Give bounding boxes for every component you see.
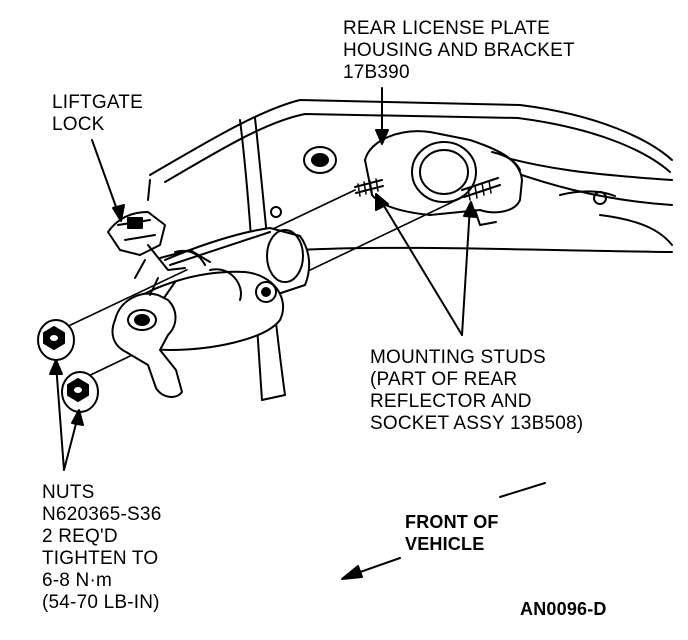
panel-grommet <box>270 146 337 218</box>
liftgate-lock-linkage <box>107 211 211 279</box>
figure-code: AN0096-D <box>520 599 607 619</box>
label-license-plate-housing: REAR LICENSE PLATE HOUSING AND BRACKET 1… <box>343 18 575 83</box>
mounting-stud-right <box>461 177 501 201</box>
washer-nut-lower <box>61 371 99 413</box>
lock-mounting-flange <box>111 277 183 398</box>
label-liftgate-lock: LIFTGATE LOCK <box>52 92 143 135</box>
washer-nut-upper <box>37 319 75 361</box>
license-plate-housing-bracket <box>364 130 523 226</box>
label-front-of-vehicle: FRONT OF VEHICLE <box>405 512 499 554</box>
label-nuts: NUTS N620365-S36 2 REQ'D TIGHTEN TO 6-8 … <box>42 482 162 613</box>
mounting-stud-left <box>354 178 384 197</box>
lock-cylinder-housing <box>117 227 311 351</box>
label-mounting-studs: MOUNTING STUDS (PART OF REAR REFLECTOR A… <box>370 347 584 434</box>
front-of-vehicle-arrow <box>341 482 546 580</box>
leader-arrows <box>49 87 477 471</box>
